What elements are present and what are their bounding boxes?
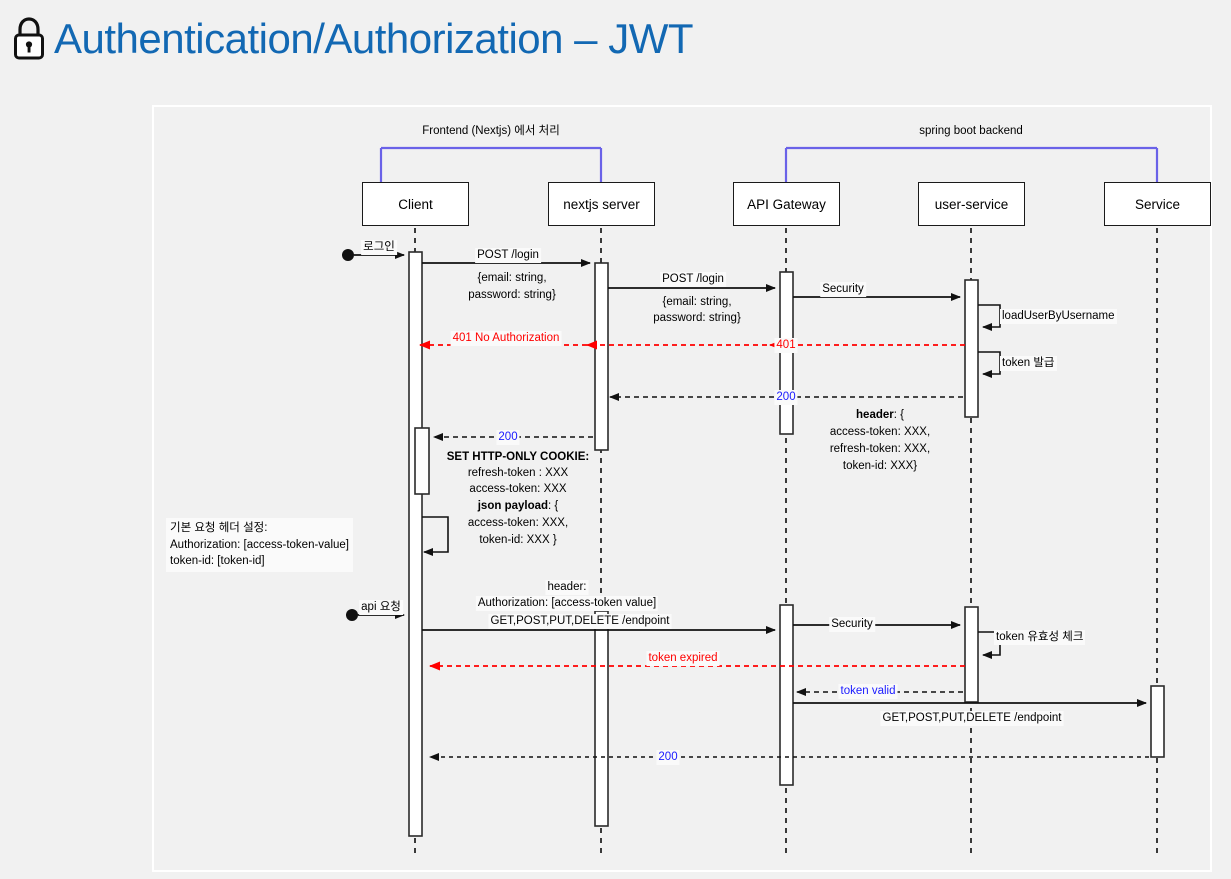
payload-block-title: json payload: {: [478, 499, 559, 514]
note-line-3: token-id: [token-id]: [170, 555, 265, 568]
label-api-request: api 요청: [359, 600, 403, 615]
label-401-no-authorization: 401 No Authorization: [450, 331, 562, 346]
label-200-final: 200: [656, 750, 680, 765]
label-post-login-2-body-line2: password: string}: [653, 312, 741, 324]
participant-nextjs-server[interactable]: nextjs server: [548, 182, 655, 226]
activation-bars: [408, 251, 1165, 837]
label-token-validity-check: token 유효성 체크: [994, 630, 1086, 645]
payload-block-line1: access-token: XXX,: [467, 517, 569, 529]
label-200-header: 200: [774, 390, 798, 405]
actor-dot-api: [346, 609, 358, 621]
label-token-expired: token expired: [646, 651, 720, 666]
note-line-1: 기본 요청 헤더 설정:: [170, 522, 268, 534]
label-header-title: header:: [545, 580, 589, 595]
self-call-default-headers: [422, 516, 449, 556]
payload-block-line2: token-id: XXX }: [479, 534, 557, 546]
self-call-token-issue: [978, 351, 1001, 378]
label-post-login-1: POST /login: [475, 248, 541, 263]
page-header: Authentication/Authorization – JWT: [10, 8, 694, 70]
header-block-line2: access-token: XXX,: [829, 426, 931, 438]
header-block-line3: refresh-token: XXX,: [829, 443, 931, 455]
label-token-issue: token 발급: [1000, 356, 1057, 371]
cookie-block-title: SET HTTP-ONLY COOKIE:: [446, 451, 590, 463]
payload-keyword: json payload: [477, 500, 549, 512]
lock-icon: [10, 16, 48, 62]
note-line-2: Authorization: [access-token-value]: [170, 538, 349, 551]
note-default-request-headers: 기본 요청 헤더 설정: Authorization: [access-toke…: [166, 518, 353, 573]
payload-colon: : {: [548, 500, 559, 512]
participant-user-service[interactable]: user-service: [918, 182, 1025, 226]
header-block-line4: token-id: XXX}: [842, 460, 918, 472]
label-post-login-2: POST /login: [660, 272, 726, 287]
participant-label: Service: [1134, 196, 1180, 212]
label-200-cookie: 200: [496, 430, 520, 445]
group-label-backend: spring boot backend: [919, 125, 1023, 137]
cookie-block-line2: access-token: XXX: [469, 483, 567, 495]
label-security-1: Security: [820, 282, 866, 297]
label-endpoint-1: GET,POST,PUT,DELETE /endpoint: [488, 614, 672, 629]
label-endpoint-2: GET,POST,PUT,DELETE /endpoint: [880, 711, 1064, 726]
actor-dot-login: [342, 249, 354, 261]
label-header-authorization: Authorization: [access-token value]: [475, 596, 659, 611]
page-title: Authentication/Authorization – JWT: [54, 15, 694, 62]
label-post-login-2-body-line1: {email: string,: [662, 296, 732, 308]
label-401: 401: [774, 338, 798, 353]
header-block-title: header: {: [856, 408, 904, 423]
label-login: 로그인: [361, 240, 397, 255]
header-colon: : {: [893, 409, 904, 421]
participant-client[interactable]: Client: [362, 182, 469, 226]
participant-service[interactable]: Service: [1104, 182, 1211, 226]
label-load-user-by-username: loadUserByUsername: [1000, 309, 1117, 324]
participant-label: API Gateway: [747, 196, 826, 212]
participant-api-gateway[interactable]: API Gateway: [733, 182, 840, 226]
group-label-frontend: Frontend (Nextjs) 에서 처리: [422, 125, 560, 137]
self-call-load-user-by-username: [978, 304, 1001, 331]
cookie-block-line1: refresh-token : XXX: [467, 467, 569, 479]
participant-label: Client: [398, 196, 433, 212]
label-post-login-1-body-line2: password: string}: [468, 289, 556, 301]
diagram-frame: [152, 105, 1212, 872]
participant-label: user-service: [934, 196, 1009, 212]
label-security-2: Security: [829, 617, 875, 632]
label-token-valid: token valid: [838, 684, 898, 699]
group-bracket-frontend: [379, 146, 603, 182]
label-post-login-1-body-line1: {email: string,: [477, 272, 547, 284]
group-bracket-backend: [784, 146, 1159, 182]
header-keyword: header: [856, 409, 894, 421]
participant-label: nextjs server: [563, 196, 640, 212]
